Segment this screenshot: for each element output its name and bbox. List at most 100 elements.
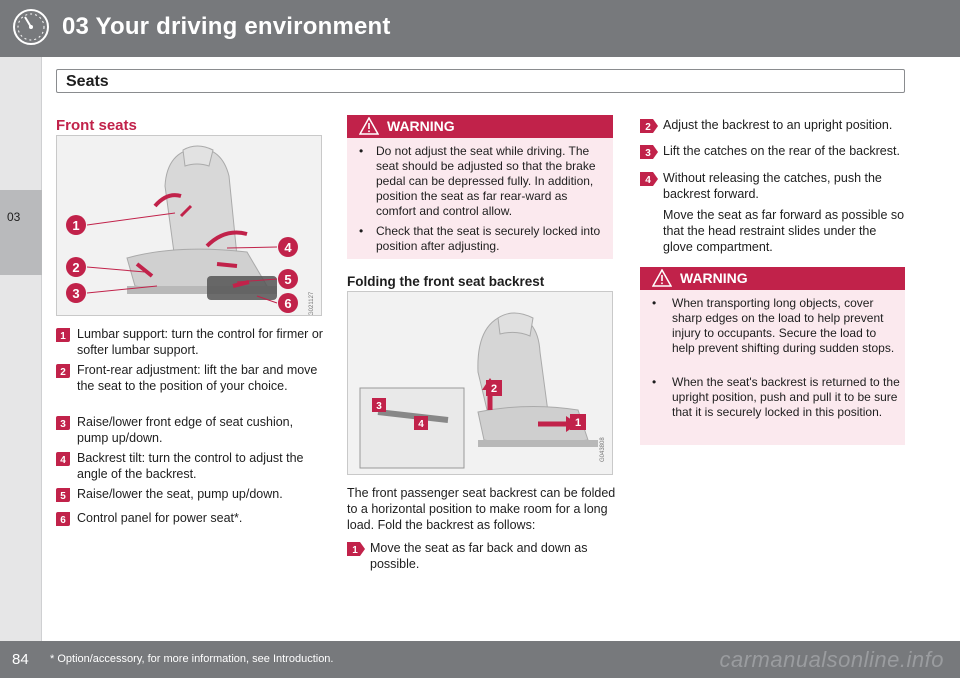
callout-3: 3 xyxy=(372,398,386,412)
svg-text:5: 5 xyxy=(284,272,291,287)
section-title: Seats xyxy=(66,73,109,90)
folding-step: 2 Adjust the backrest to an upright posit… xyxy=(640,117,908,151)
figure-code: G043808 xyxy=(600,437,606,462)
step-arrow-badge-icon: 1 xyxy=(347,542,365,556)
front-seat-list-item: 3 Raise/lower front edge of seat cushion,… xyxy=(56,414,326,448)
svg-text:3: 3 xyxy=(376,401,382,412)
front-seat-list-item: 1 Lumbar support: turn the control for fi… xyxy=(56,326,326,360)
svg-text:1: 1 xyxy=(352,545,358,556)
gauge-icon xyxy=(13,9,49,45)
folding-step-text: Adjust the backrest to an upright positi… xyxy=(663,118,893,132)
list-item-text: Raise/lower the seat, pump up/down. xyxy=(77,487,283,501)
warning-triangle-icon xyxy=(359,117,379,135)
step-arrow-badge-icon: 2 xyxy=(640,119,658,133)
number-badge-icon: 1 xyxy=(56,328,70,342)
front-seat-list-item: 6 Control panel for power seat*. xyxy=(56,510,326,544)
number-badge-icon: 5 xyxy=(56,488,70,502)
front-seat-list-item: 4 Backrest tilt: turn the control to adju… xyxy=(56,450,326,484)
bullet-dot: • xyxy=(652,296,657,310)
warning-bullet: • When transporting long objects, cover … xyxy=(652,296,900,372)
section-bar: Seats xyxy=(56,69,905,93)
list-item-text: Control panel for power seat*. xyxy=(77,511,243,525)
svg-text:4: 4 xyxy=(284,240,292,255)
svg-text:4: 4 xyxy=(60,455,66,466)
svg-text:5: 5 xyxy=(60,491,66,502)
chapter-side-tab xyxy=(0,57,42,647)
warning-title: WARNING xyxy=(680,270,748,286)
svg-text:1: 1 xyxy=(72,218,79,233)
bullet-text: Check that the seat is securely locked i… xyxy=(376,224,601,253)
callout-6: 6 xyxy=(278,293,298,313)
folding-step: 1 Move the seat as far back and down as p… xyxy=(347,540,617,574)
bullet-text: When transporting long objects, cover sh… xyxy=(672,296,895,355)
figure-code: G021127 xyxy=(309,291,315,316)
callout-2: 2 xyxy=(66,257,86,277)
chapter-header: 03 Your driving environment xyxy=(0,0,960,57)
svg-text:1: 1 xyxy=(575,417,581,429)
svg-text:6: 6 xyxy=(284,296,291,311)
callout-4: 4 xyxy=(414,416,428,430)
list-item-text: Front-rear adjustment: lift the bar and … xyxy=(77,363,318,393)
folding-intro: The front passenger seat backrest can be… xyxy=(347,486,616,532)
chapter-side-tab-active[interactable] xyxy=(0,190,42,275)
front-seat-figure: 1 2 3 4 5 6 G021127 xyxy=(56,135,322,316)
folding-step-text: Move the seat as far back and down as po… xyxy=(370,541,588,571)
folding-step-text: Without releasing the catches, push the … xyxy=(663,171,882,201)
callout-3: 3 xyxy=(66,283,86,303)
callout-4: 4 xyxy=(278,237,298,257)
chapter-number: 03 xyxy=(7,210,21,224)
watermark: carmanualsonline.info xyxy=(719,647,944,672)
warning-bullet: • Check that the seat is securely locked… xyxy=(359,224,607,256)
svg-text:3: 3 xyxy=(645,148,651,159)
svg-text:6: 6 xyxy=(60,515,66,526)
svg-text:3: 3 xyxy=(72,286,79,301)
warning-box-adjust: WARNING • Do not adjust the seat while d… xyxy=(347,115,613,259)
warning-box-transport: WARNING • When transporting long objects… xyxy=(640,267,905,445)
footnote: * Option/accessory, for more information… xyxy=(50,653,334,665)
svg-text:3: 3 xyxy=(60,419,66,430)
number-badge-icon: 3 xyxy=(56,416,70,430)
svg-text:2: 2 xyxy=(72,260,79,275)
warning-bullet: • When the seat's backrest is returned t… xyxy=(652,375,900,437)
svg-text:2: 2 xyxy=(645,122,651,133)
svg-text:1: 1 xyxy=(60,331,66,342)
bullet-dot: • xyxy=(652,375,657,389)
svg-text:4: 4 xyxy=(418,419,424,430)
warning-header: WARNING xyxy=(640,267,905,290)
folding-after-text: Move the seat as far forward as possible… xyxy=(663,208,905,254)
bullet-dot: • xyxy=(359,224,364,238)
bullet-text: Do not adjust the seat while driving. Th… xyxy=(376,144,596,218)
folding-step-text: Lift the catches on the rear of the back… xyxy=(663,144,900,158)
callout-1: 1 xyxy=(66,215,86,235)
number-badge-icon: 6 xyxy=(56,512,70,526)
front-seat-list-item: 5 Raise/lower the seat, pump up/down. xyxy=(56,486,326,520)
folding-step: 4 Without releasing the catches, push the… xyxy=(640,170,908,204)
list-item-text: Raise/lower front edge of seat cushion, … xyxy=(77,415,294,445)
front-seat-list-item: 2 Front-rear adjustment: lift the bar and… xyxy=(56,362,326,396)
warning-triangle-icon xyxy=(652,269,672,287)
step-arrow-badge-icon: 3 xyxy=(640,145,658,159)
warning-header: WARNING xyxy=(347,115,613,138)
folding-step: 3 Lift the catches on the rear of the bac… xyxy=(640,143,908,177)
step-arrow-badge-icon: 4 xyxy=(640,172,658,186)
folding-seat-figure: 2 1 3 4 G043808 xyxy=(347,291,613,475)
callout-2: 2 xyxy=(486,380,502,396)
number-badge-icon: 2 xyxy=(56,364,70,378)
bullet-dot: • xyxy=(359,144,364,158)
folding-seat-illustration: 2 1 3 4 xyxy=(348,292,612,474)
page-footer: 84 * Option/accessory, for more informat… xyxy=(0,641,960,678)
bullet-text: When the seat's backrest is returned to … xyxy=(672,375,900,419)
list-item-text: Lumbar support: turn the control for fir… xyxy=(77,327,323,357)
number-badge-icon: 4 xyxy=(56,452,70,466)
svg-text:4: 4 xyxy=(645,175,651,186)
callout-1: 1 xyxy=(570,414,586,430)
page-number: 84 xyxy=(12,651,29,668)
chapter-title: 03 Your driving environment xyxy=(62,13,391,40)
folding-heading: Folding the front seat backrest xyxy=(347,274,545,289)
warning-title: WARNING xyxy=(387,118,455,134)
svg-text:2: 2 xyxy=(491,383,497,395)
list-item-text: Backrest tilt: turn the control to adjus… xyxy=(77,451,304,481)
front-seat-illustration: 1 2 3 4 5 6 xyxy=(57,136,321,315)
callout-5: 5 xyxy=(278,269,298,289)
warning-bullet: • Do not adjust the seat while driving. … xyxy=(359,144,607,218)
